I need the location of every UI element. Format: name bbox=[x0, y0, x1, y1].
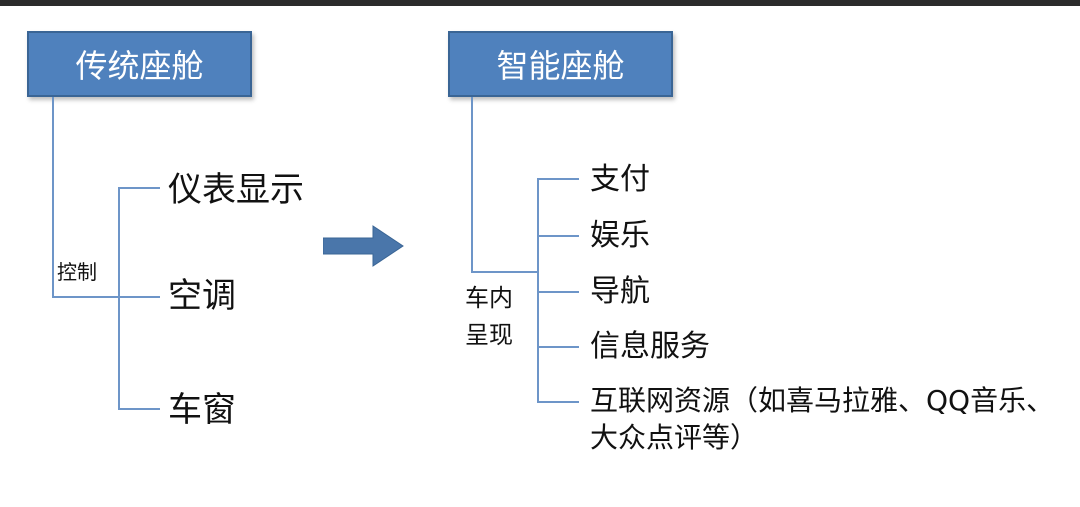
bracket-tick-navigation bbox=[537, 291, 579, 293]
traditional-cockpit-box: 传统座舱 bbox=[27, 31, 252, 97]
item-air-conditioning: 空调 bbox=[168, 276, 236, 316]
traditional-connector-vertical bbox=[52, 97, 54, 297]
transition-arrow-icon bbox=[323, 225, 404, 267]
in-car-label-line2: 呈现 bbox=[465, 321, 513, 349]
item-navigation: 导航 bbox=[590, 274, 650, 309]
bracket-tick-window bbox=[118, 408, 160, 410]
item-internet-resources-line2: 大众点评等） bbox=[590, 421, 759, 454]
smart-bracket-spine bbox=[537, 178, 539, 403]
control-label: 控制 bbox=[57, 260, 97, 284]
top-border bbox=[0, 0, 1080, 6]
smart-connector-horizontal bbox=[471, 271, 539, 273]
bracket-tick-ac bbox=[118, 296, 160, 298]
smart-cockpit-box: 智能座舱 bbox=[448, 31, 673, 97]
bracket-tick-instrument bbox=[118, 187, 160, 189]
bracket-tick-info-services bbox=[537, 346, 579, 348]
item-info-services: 信息服务 bbox=[590, 329, 710, 364]
traditional-cockpit-title: 传统座舱 bbox=[75, 47, 204, 85]
item-payment: 支付 bbox=[590, 162, 650, 197]
smart-cockpit-title: 智能座舱 bbox=[496, 47, 625, 85]
traditional-connector-horizontal bbox=[52, 296, 120, 298]
item-internet-resources-line1: 互联网资源（如喜马拉雅、QQ音乐、 bbox=[590, 384, 1055, 417]
item-instrument-display: 仪表显示 bbox=[168, 170, 304, 210]
item-car-window: 车窗 bbox=[168, 390, 236, 430]
in-car-label-line1: 车内 bbox=[465, 284, 513, 312]
smart-connector-vertical bbox=[471, 97, 473, 273]
item-entertainment: 娱乐 bbox=[590, 218, 650, 253]
traditional-bracket-spine bbox=[118, 187, 120, 409]
bracket-tick-payment bbox=[537, 178, 579, 180]
bracket-tick-entertainment bbox=[537, 235, 579, 237]
bracket-tick-internet-resources bbox=[537, 401, 579, 403]
